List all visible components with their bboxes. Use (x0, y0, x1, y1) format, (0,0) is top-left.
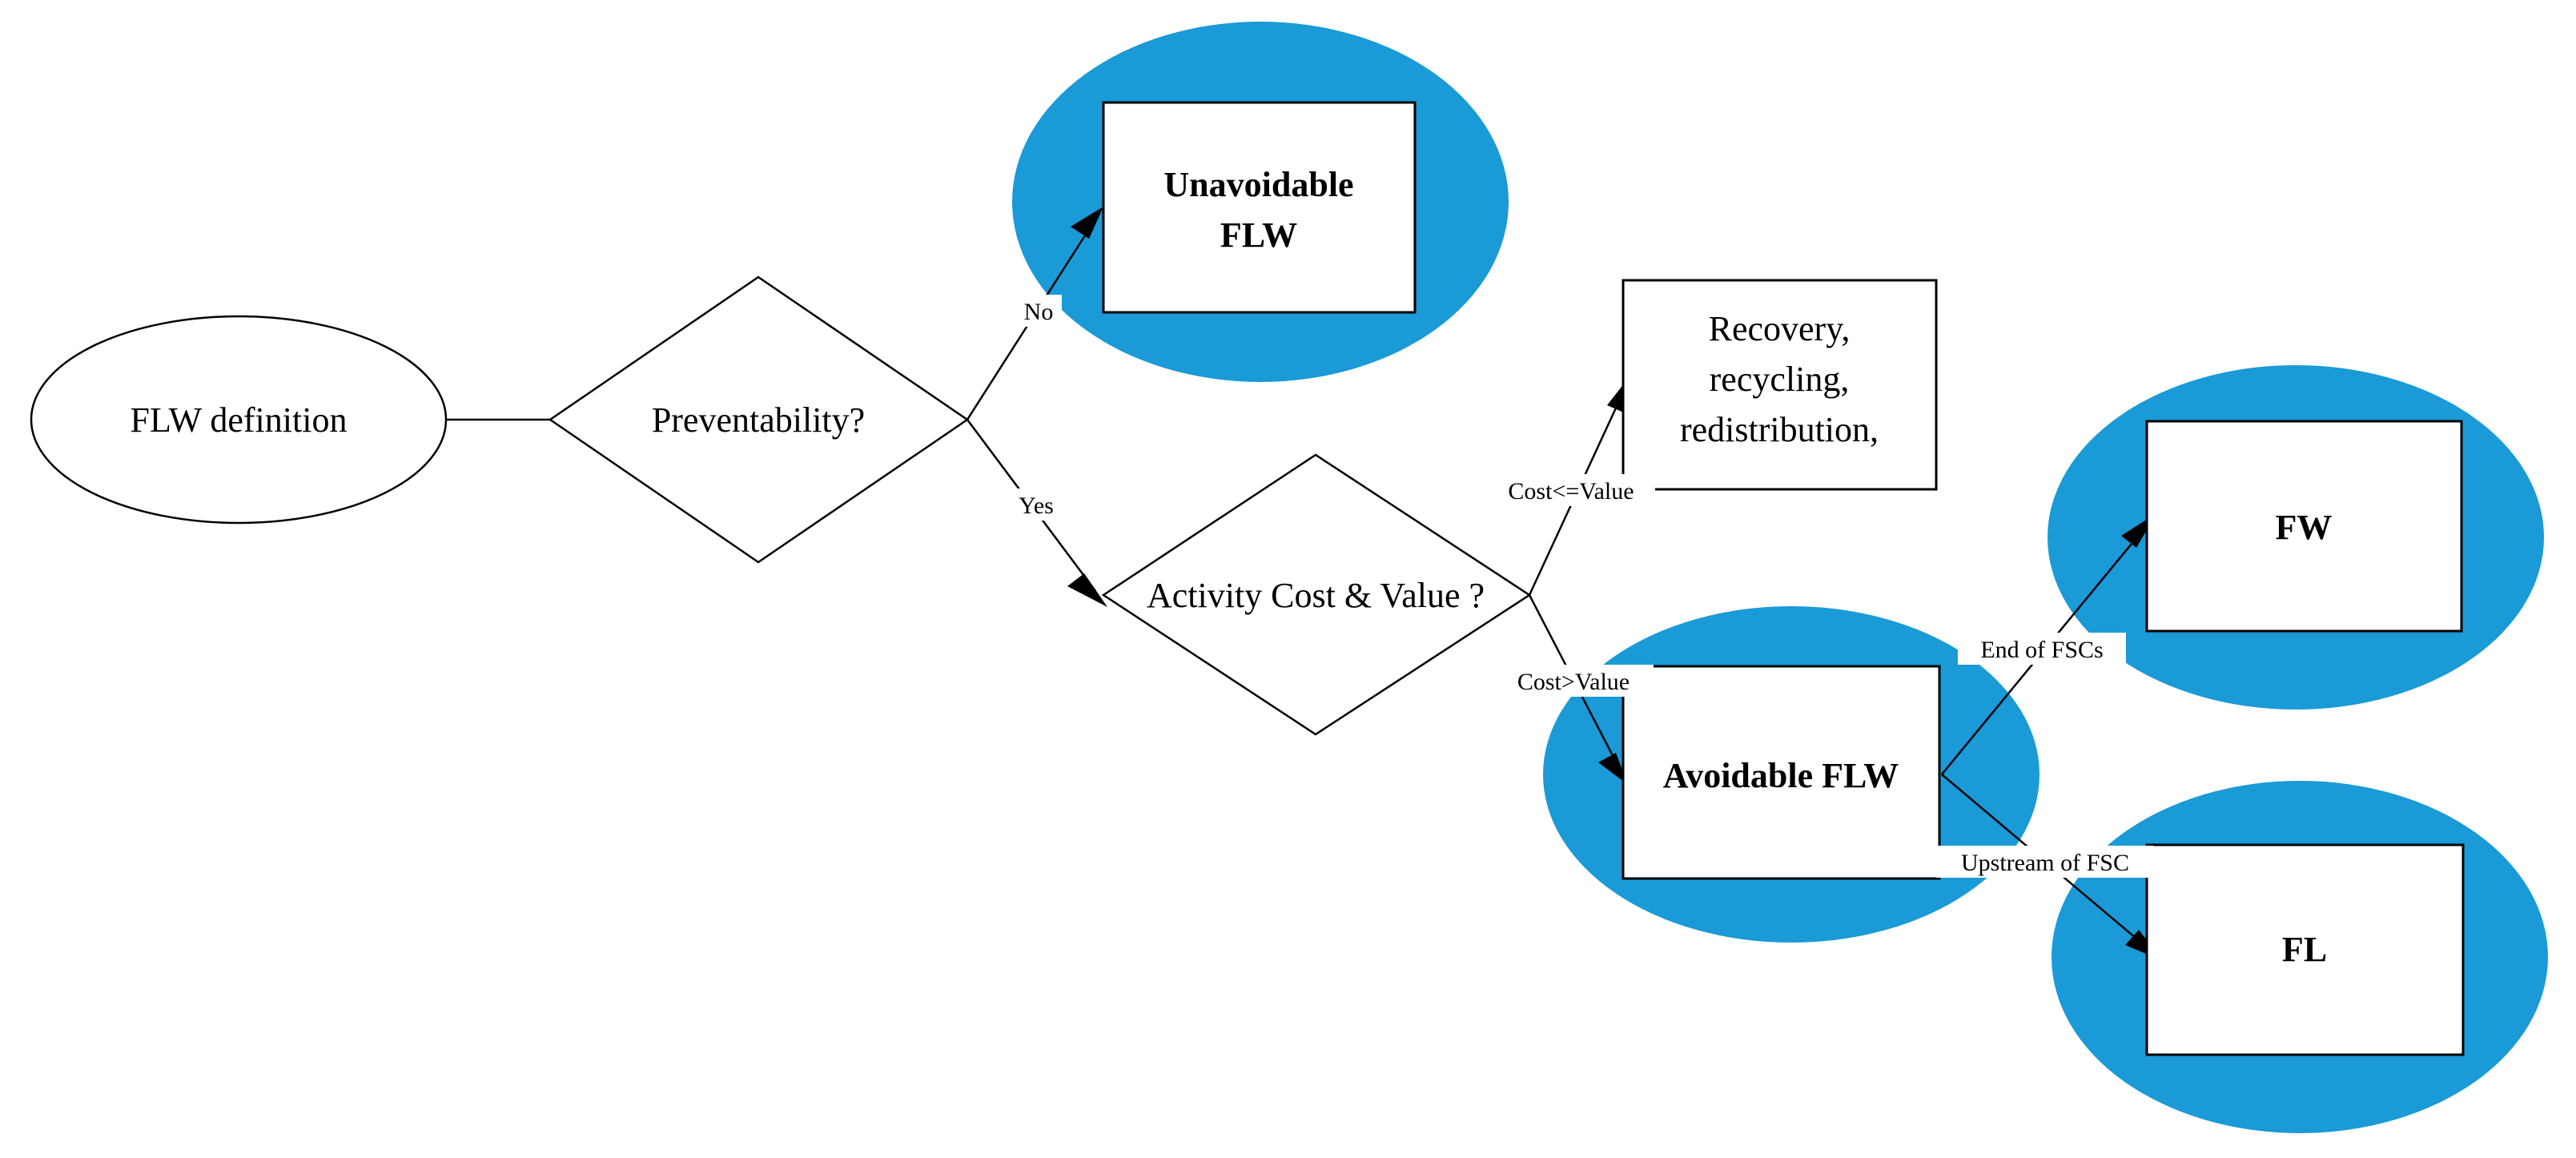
yes-label-bg (1007, 489, 1065, 521)
activity-cost-value-decision (1101, 453, 1532, 736)
no-edge-label: No (1024, 299, 1054, 325)
cost-gt-value-edge-label: Cost>Value (1517, 669, 1630, 695)
no-label-bg (1015, 295, 1062, 327)
yes-arrowhead (1067, 573, 1107, 607)
preventability-decision (548, 275, 970, 564)
cost-le-value-edge-label: Cost<=Value (1508, 478, 1634, 505)
fl-label: FL (2282, 930, 2327, 969)
no-arrowhead (1071, 207, 1103, 239)
avoidable-flw-box (1622, 665, 1941, 880)
upstream-of-fsc-label-bg (1936, 846, 2154, 878)
start-node-label: FLW definition (131, 400, 348, 440)
preventability-label: Preventability? (652, 400, 865, 440)
start-node (30, 315, 448, 525)
end-of-fscs-label-bg (1958, 633, 2126, 665)
unavoidable-flw-label-line1: Unavoidable (1163, 165, 1353, 204)
recovery-label-line3: redistribution, (1680, 410, 1879, 449)
recovery-label-line2: recycling, (1710, 360, 1850, 399)
end-of-fscs-edge-label: End of FSCs (1980, 637, 2103, 663)
cost-gt-value-arrowhead (1598, 753, 1628, 785)
yes-edge-label: Yes (1019, 493, 1054, 519)
fl-box (2145, 843, 2465, 1056)
activity-cost-value-label: Activity Cost & Value ? (1147, 576, 1485, 615)
avoidable-flw-label: Avoidable FLW (1663, 756, 1899, 795)
fw-label: FW (2276, 508, 2333, 547)
cost-gt-value-label-bg (1493, 665, 1654, 697)
upstream-of-fsc-edge-label: Upstream of FSC (1961, 850, 2129, 876)
recovery-label-line1: Recovery, (1709, 309, 1851, 348)
recovery-box (1622, 279, 1938, 491)
cost-le-value-label-bg (1487, 474, 1655, 506)
unavoidable-flw-label-line2: FLW (1220, 215, 1297, 255)
fw-box (2145, 420, 2463, 633)
unavoidable-flw-box (1102, 101, 1417, 314)
